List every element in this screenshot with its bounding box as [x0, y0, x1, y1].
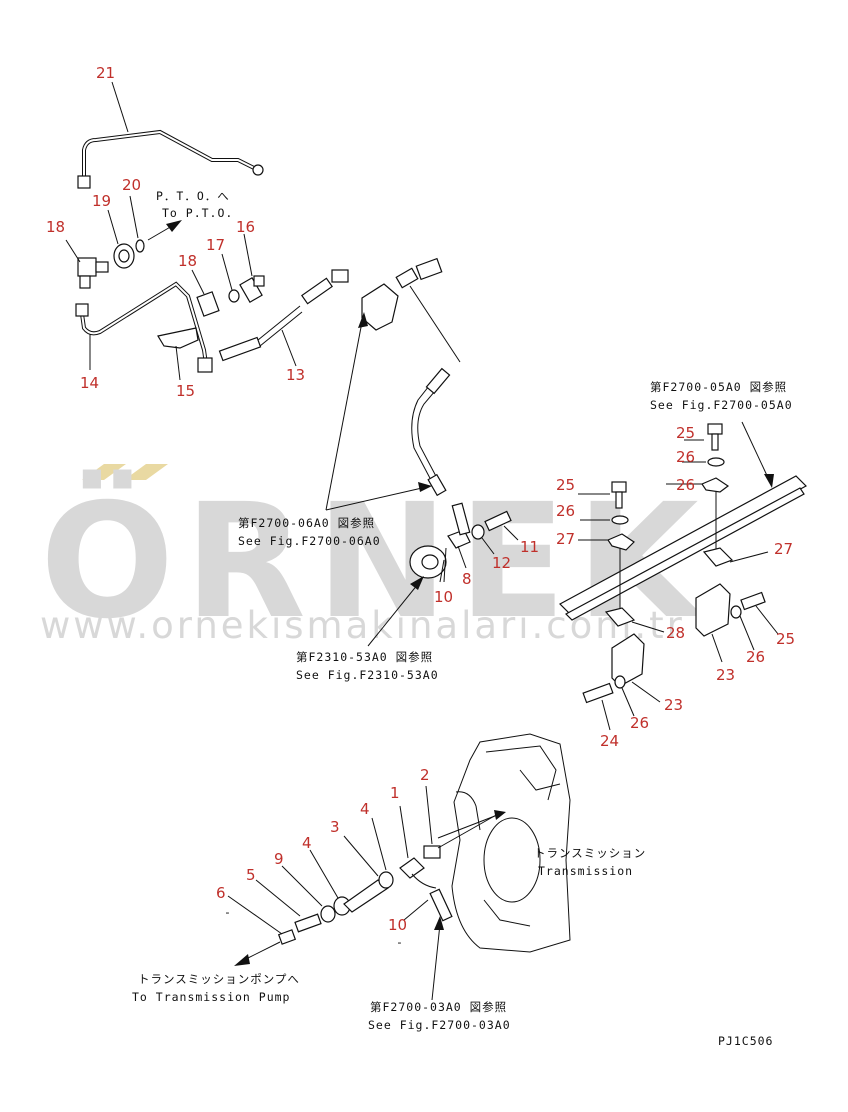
watermark-dots — [82, 464, 168, 480]
ref-arrow-2310 — [367, 576, 424, 647]
callout-7: 9 — [274, 850, 284, 868]
hose-13 — [218, 269, 349, 367]
callout-23-a: 23 — [716, 666, 735, 684]
washer-29-a — [707, 457, 725, 467]
note-ref-2310-jp: 第F2310-53A0 図参照 — [296, 650, 433, 664]
clamp-26-a — [666, 477, 730, 556]
bolt-11 — [484, 510, 519, 541]
callout-14: 14 — [80, 374, 99, 392]
callout-9: 8 — [462, 570, 472, 588]
note-ref-0606-jp: 第F2700-06A0 図参照 — [238, 516, 375, 530]
ref-arrow-transmission — [437, 810, 506, 839]
callout-19: 18 — [46, 218, 65, 236]
callout-24-b: 24 — [600, 732, 619, 750]
callout-6: 6 — [216, 884, 226, 902]
o-ring-21 — [135, 239, 145, 253]
note-pump-jp: トランスミッションポンプへ — [138, 972, 300, 986]
watermark-brand: ÖRNEK — [40, 468, 709, 654]
callout-5: 5 — [246, 866, 256, 884]
dash-mark-6: - — [224, 905, 232, 919]
valve-block — [361, 257, 461, 363]
callout-28-a: 25 — [676, 424, 695, 442]
bolt-18 — [191, 269, 220, 317]
callout-28-b: 25 — [556, 476, 575, 494]
callout-12: 12 — [492, 554, 511, 572]
ref-arrows-0606 — [325, 312, 432, 511]
callout-15: 15 — [176, 382, 195, 400]
drawing-code: PJ1C506 — [718, 1034, 773, 1048]
callout-26-b: 27 — [556, 530, 575, 548]
washer-17 — [228, 289, 240, 303]
callout-25-b: 26 — [630, 714, 649, 732]
hose-right — [411, 367, 451, 497]
callout-22: 21 — [96, 64, 115, 82]
pump-arrow — [234, 941, 281, 966]
note-pto-en: To P.T.O. — [162, 206, 233, 220]
callout-21: 20 — [122, 176, 141, 194]
washer-12 — [471, 524, 485, 540]
bracket-15 — [157, 327, 199, 381]
clamp-26-b — [578, 533, 635, 614]
bolt-24-b — [582, 682, 614, 731]
note-ref-0506-jp: 第F2700-05A0 図参照 — [650, 380, 787, 394]
note-transmission-en: Transmission — [538, 864, 633, 878]
callout-24-a: 25 — [776, 630, 795, 648]
callout-29-b: 26 — [556, 502, 575, 520]
note-pto-jp: P．T．O．へ — [156, 189, 230, 203]
callouts: 21 20 19 18 17 16 18 14 15 13 11 12 8 10… — [46, 64, 795, 934]
callout-27-b: 28 — [666, 624, 685, 642]
callout-2: 2 — [420, 766, 430, 784]
callout-18: 18 — [178, 252, 197, 270]
note-ref-0300-jp: 第F2700-03A0 図参照 — [370, 1000, 507, 1014]
callout-17: 17 — [206, 236, 225, 254]
pipe-22 — [77, 81, 264, 189]
bracket-23-a — [695, 583, 731, 663]
nut-20-hole — [118, 249, 130, 263]
washer-25-b — [614, 675, 626, 689]
callout-23-b: 23 — [664, 696, 683, 714]
callout-11: 11 — [520, 538, 539, 556]
pipe-14 — [75, 281, 213, 373]
dash-mark-8: - — [396, 935, 404, 949]
leader-lines-lower — [227, 785, 433, 935]
elbow-19 — [65, 239, 109, 289]
callout-25-a: 26 — [746, 648, 765, 666]
rail-assembly — [559, 421, 807, 621]
pto-arrow — [147, 220, 182, 241]
clamp-27-b — [604, 607, 665, 633]
washer-29-b — [611, 515, 629, 525]
note-ref-0300-en: See Fig.F2700-03A0 — [368, 1018, 511, 1032]
watermark: ÖRNEK www.orneki̇smaki̇nalari.com.tr — [40, 464, 709, 654]
connector-16 — [239, 233, 265, 303]
bracket-23-b — [611, 633, 661, 703]
callout-13: 13 — [286, 366, 305, 384]
bolt-28-b — [578, 481, 627, 509]
callout-4-a: 4 — [360, 800, 370, 818]
flange-10 — [409, 545, 447, 583]
clamp-27-a — [702, 547, 769, 567]
note-transmission-jp: トランスミッション — [534, 846, 646, 860]
note-ref-2310-en: See Fig.F2310-53A0 — [296, 668, 439, 682]
transmission-housing — [451, 733, 571, 953]
note-ref-0606-en: See Fig.F2700-06A0 — [238, 534, 381, 548]
bolt-28-a — [684, 423, 723, 451]
callout-8: 10 — [388, 916, 407, 934]
callout-3: 3 — [330, 818, 340, 836]
note-pump-en: To Transmission Pump — [132, 990, 290, 1004]
callout-1: 1 — [390, 784, 400, 802]
callout-26-a: 26 — [676, 476, 695, 494]
bolt-24-a — [740, 591, 779, 635]
ref-arrow-0300 — [431, 916, 444, 1001]
callout-16: 16 — [236, 218, 255, 236]
washer-25-a — [730, 605, 742, 619]
note-ref-0506-en: See Fig.F2700-05A0 — [650, 398, 793, 412]
hose-assembly-lower — [277, 813, 499, 945]
callout-10: 10 — [434, 588, 453, 606]
elbow-9 — [447, 502, 471, 569]
callout-4-b: 4 — [302, 834, 312, 852]
callout-29-a: 26 — [676, 448, 695, 466]
callout-27-a: 27 — [774, 540, 793, 558]
callout-20: 19 — [92, 192, 111, 210]
